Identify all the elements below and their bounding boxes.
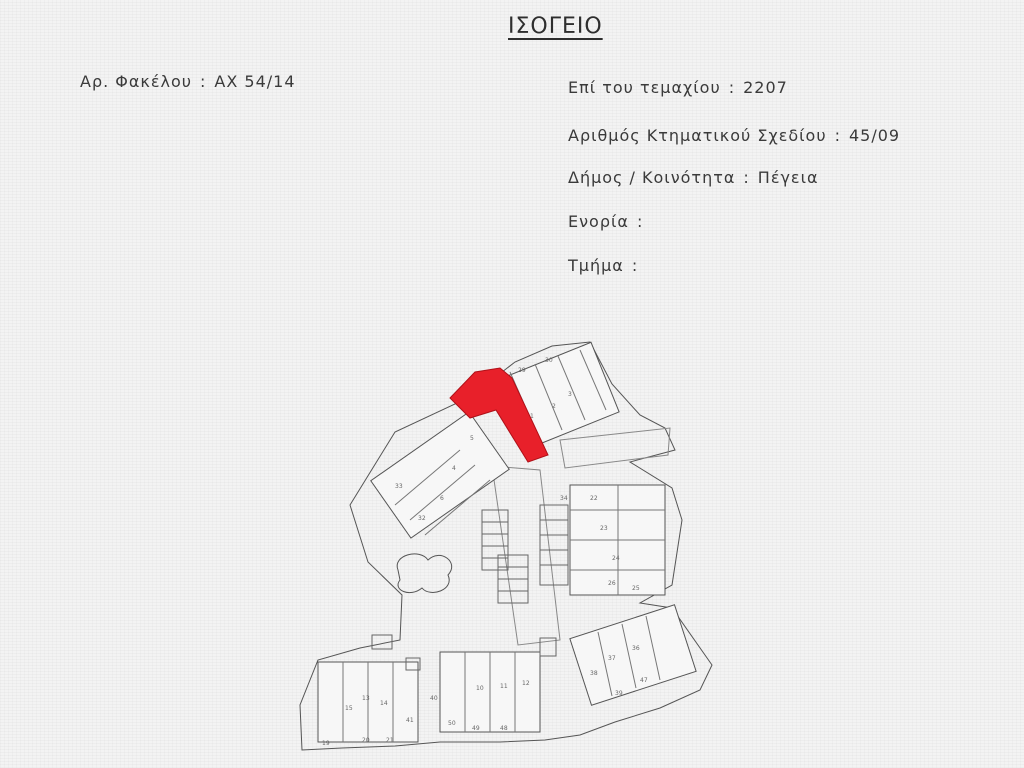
unit-label: 34 <box>560 495 568 502</box>
unit-label: 15 <box>345 705 353 712</box>
unit-label: 38 <box>590 670 598 677</box>
unit-label: 3 <box>568 391 572 398</box>
unit-label: 13 <box>362 695 370 702</box>
section-label: Τμήμα <box>568 256 624 275</box>
unit-label: 48 <box>500 725 508 732</box>
unit-label: 37 <box>608 655 616 662</box>
unit-label: 50 <box>448 720 456 727</box>
unit-label: 36 <box>632 645 640 652</box>
unit-label: 24 <box>612 555 620 562</box>
unit-label: 26 <box>608 580 616 587</box>
page-title: ΙΣΟΓΕΙΟ <box>508 14 603 39</box>
file-number-label: Αρ. Φακέλου <box>80 72 193 91</box>
plot-field: Επί του τεμαχίου:2207 <box>568 78 788 97</box>
unit-label: 32 <box>418 515 426 522</box>
unit-label: 5 <box>470 435 474 442</box>
block-bottom-right <box>569 604 697 706</box>
cadastral-sheet-label: Αριθμός Κτηματικού Σχεδίου <box>568 126 827 145</box>
cadastral-sheet-field: Αριθμός Κτηματικού Σχεδίου:45/09 <box>568 126 901 145</box>
unit-label: 41 <box>406 717 414 724</box>
municipality-field: Δήμος / Κοινότητα:Πέγεια <box>568 168 819 187</box>
unit-label: 20 <box>362 737 370 744</box>
unit-label: 47 <box>640 677 648 684</box>
municipality-value: Πέγεια <box>757 168 819 187</box>
highlighted-unit <box>449 367 549 463</box>
pool <box>396 553 453 593</box>
unit-label: 12 <box>522 680 530 687</box>
unit-label: 30 <box>545 357 553 364</box>
parish-label: Ενορία <box>568 212 629 231</box>
plot-value: 2207 <box>743 78 788 97</box>
unit-label: 40 <box>430 695 438 702</box>
parish-field: Ενορία: <box>568 212 644 231</box>
unit-label: 29 <box>518 367 526 374</box>
site-boundary <box>299 341 713 751</box>
file-number-value: ΑΧ 54/14 <box>214 72 296 91</box>
unit-label: 25 <box>632 585 640 592</box>
unit-label: 2 <box>552 403 556 410</box>
cadastral-sheet-value: 45/09 <box>849 126 901 145</box>
unit-label: 10 <box>476 685 484 692</box>
unit-label: 6 <box>440 495 444 502</box>
file-number-field: Αρ. Φακέλου:ΑΧ 54/14 <box>80 72 296 91</box>
unit-label: 22 <box>590 495 598 502</box>
unit-label: 33 <box>395 483 403 490</box>
top-road <box>559 427 671 469</box>
parking-right <box>539 504 569 586</box>
block-bottom-center <box>439 651 541 733</box>
section-field: Τμήμα: <box>568 256 639 275</box>
block-bottom-left <box>317 661 419 743</box>
parking-left <box>481 509 529 604</box>
unit-label: 11 <box>500 683 508 690</box>
unit-label: 39 <box>615 690 623 697</box>
unit-label: 14 <box>380 700 388 707</box>
municipality-label: Δήμος / Κοινότητα <box>568 168 736 187</box>
unit-label: 23 <box>600 525 608 532</box>
unit-label: 1 <box>530 413 534 420</box>
plot-label: Επί του τεμαχίου <box>568 78 721 97</box>
access-road <box>491 465 561 646</box>
unit-label: 4 <box>452 465 456 472</box>
block-left <box>370 411 510 539</box>
unit-label: 49 <box>472 725 480 732</box>
unit-label: 21 <box>386 737 394 744</box>
block-right <box>569 484 666 596</box>
unit-label: 19 <box>322 740 330 747</box>
outbuildings <box>371 634 557 671</box>
